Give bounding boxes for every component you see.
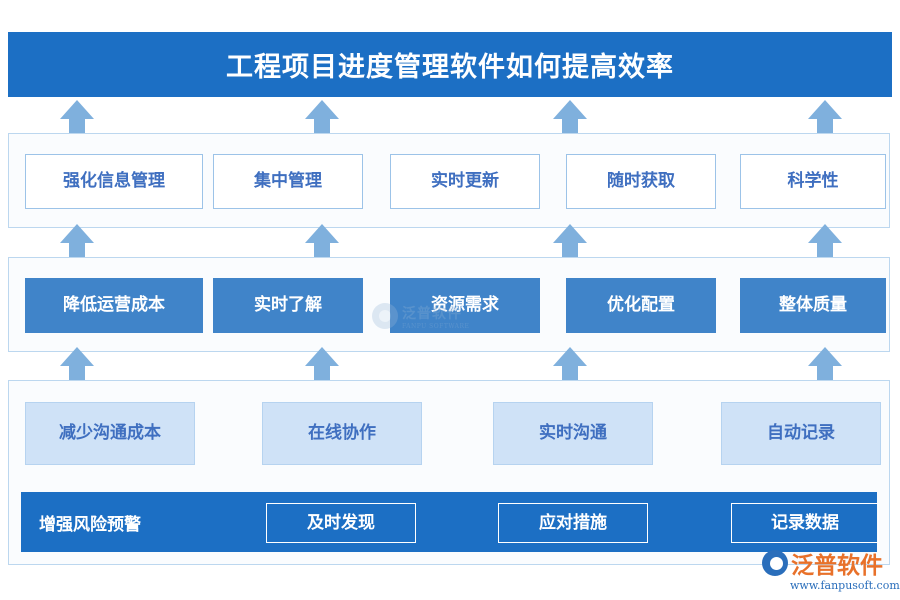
communication-box-1[interactable]: 在线协作 <box>262 402 422 465</box>
communication-label-0: 减少沟通成本 <box>59 423 161 444</box>
risk-label-0: 及时发现 <box>307 512 375 533</box>
outcome-label-3: 优化配置 <box>607 295 675 316</box>
outcome-label-4: 整体质量 <box>779 295 847 316</box>
communication-box-3[interactable]: 自动记录 <box>721 402 881 465</box>
benefit-label-4: 科学性 <box>787 171 839 192</box>
benefit-label-1: 集中管理 <box>254 171 322 192</box>
outcome-box-1[interactable]: 实时了解 <box>213 278 363 333</box>
outcome-box-3[interactable]: 优化配置 <box>566 278 716 333</box>
communication-label-3: 自动记录 <box>767 423 835 444</box>
outcome-box-2[interactable]: 资源需求 <box>390 278 540 333</box>
arrow-row-to-outcomes <box>0 345 900 385</box>
risk-box-1[interactable]: 应对措施 <box>498 503 648 543</box>
outcome-label-0: 降低运营成本 <box>63 295 165 316</box>
panel-benefits: 强化信息管理 集中管理 实时更新 随时获取 科学性 <box>8 133 890 228</box>
communication-box-2[interactable]: 实时沟通 <box>493 402 653 465</box>
risk-warning-band: 增强风险预警 及时发现 应对措施 记录数据 <box>21 492 879 552</box>
risk-warning-label: 增强风险预警 <box>39 514 141 535</box>
communication-label-1: 在线协作 <box>308 423 376 444</box>
brand-url: www.fanpusoft.com <box>790 579 900 592</box>
diagram-title-bar: 工程项目进度管理软件如何提高效率 <box>8 32 892 97</box>
benefit-box-1[interactable]: 集中管理 <box>213 154 363 209</box>
risk-box-0[interactable]: 及时发现 <box>266 503 416 543</box>
panel-communication: 减少沟通成本 在线协作 实时沟通 自动记录 增强风险预警 及时发现 应对措施 记… <box>8 380 890 565</box>
outcome-label-2: 资源需求 <box>431 295 499 316</box>
arrow-row-to-title <box>0 98 900 138</box>
communication-label-2: 实时沟通 <box>539 423 607 444</box>
arrow-row-to-benefits <box>0 222 900 262</box>
outcome-label-1: 实时了解 <box>254 295 322 316</box>
risk-label-2: 记录数据 <box>771 512 839 533</box>
benefit-box-4[interactable]: 科学性 <box>740 154 886 209</box>
page-title: 工程项目进度管理软件如何提高效率 <box>226 52 674 83</box>
outcome-box-4[interactable]: 整体质量 <box>740 278 886 333</box>
outcome-box-0[interactable]: 降低运营成本 <box>25 278 203 333</box>
communication-box-0[interactable]: 减少沟通成本 <box>25 402 195 465</box>
benefit-label-3: 随时获取 <box>607 171 675 192</box>
benefit-label-0: 强化信息管理 <box>63 171 165 192</box>
risk-box-2[interactable]: 记录数据 <box>731 503 879 543</box>
benefit-box-2[interactable]: 实时更新 <box>390 154 540 209</box>
panel-outcomes: 降低运营成本 实时了解 资源需求 优化配置 整体质量 <box>8 257 890 352</box>
benefit-box-3[interactable]: 随时获取 <box>566 154 716 209</box>
benefit-box-0[interactable]: 强化信息管理 <box>25 154 203 209</box>
benefit-label-2: 实时更新 <box>431 171 499 192</box>
risk-label-1: 应对措施 <box>539 512 607 533</box>
